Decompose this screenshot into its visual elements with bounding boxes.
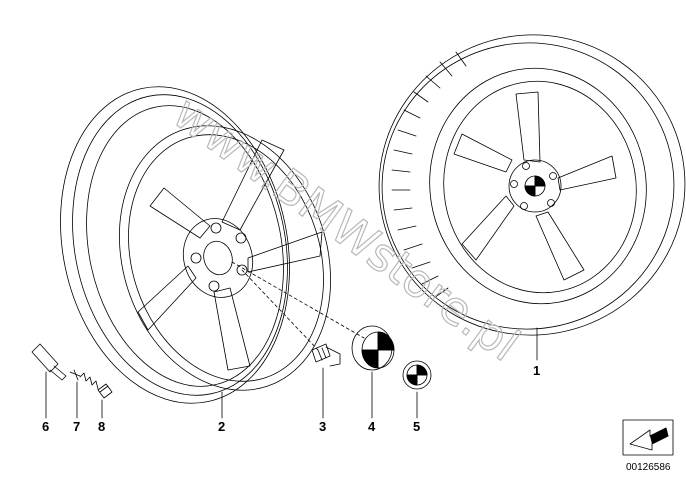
leader-lines xyxy=(45,327,538,419)
reference-number: 00126586 xyxy=(626,462,671,473)
callout-8[interactable]: 8 xyxy=(98,419,105,434)
rim-drawing xyxy=(60,86,365,404)
hub-cap-drawing xyxy=(351,325,395,371)
watermark-text: www.BMWstore.pl xyxy=(164,85,530,371)
callout-7[interactable]: 7 xyxy=(73,419,80,434)
callout-6[interactable]: 6 xyxy=(42,419,49,434)
valve-core-drawing xyxy=(69,369,99,390)
emblem-drawing xyxy=(402,360,432,390)
callout-1[interactable]: 1 xyxy=(533,363,540,378)
callout-5[interactable]: 5 xyxy=(413,419,420,434)
callout-4[interactable]: 4 xyxy=(368,419,376,434)
wheel-tyre-drawing xyxy=(378,34,686,336)
callout-3[interactable]: 3 xyxy=(319,419,326,434)
callout-2[interactable]: 2 xyxy=(218,419,225,434)
reference-icon xyxy=(622,419,674,456)
wheel-bolt-drawing xyxy=(311,343,341,367)
valve-cap-drawing xyxy=(97,383,113,399)
valve-drawing xyxy=(31,343,67,381)
